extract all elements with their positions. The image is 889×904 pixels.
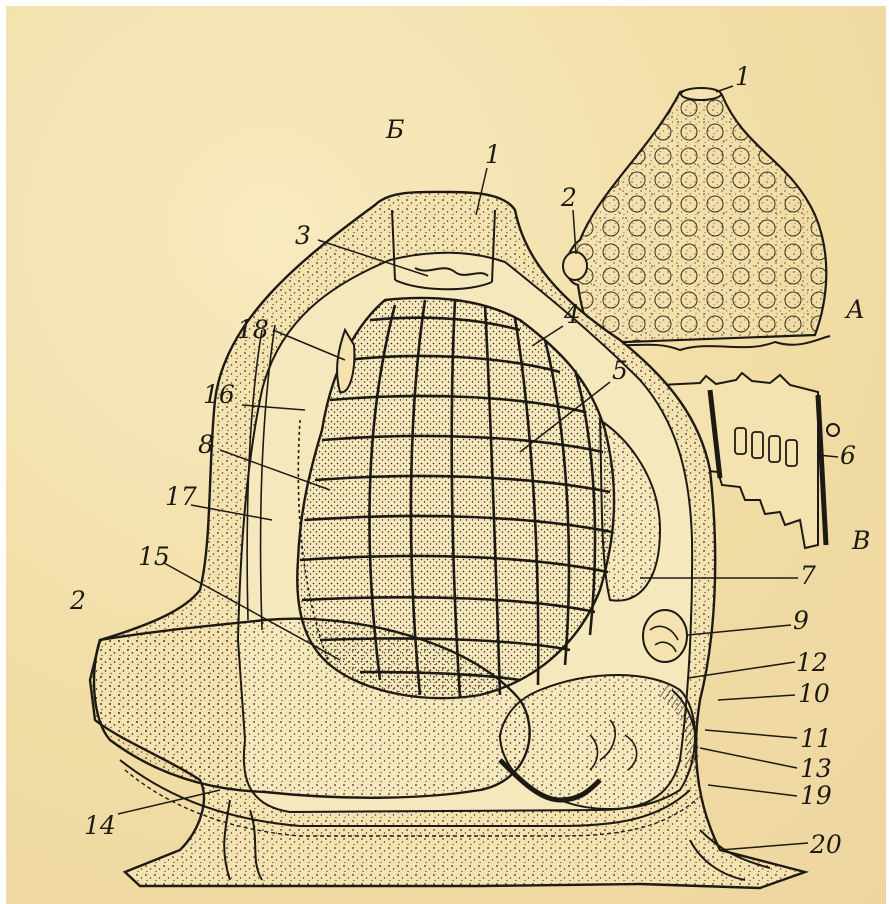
callout-a-2: 2 xyxy=(561,185,577,210)
callout-b-20: 20 xyxy=(810,832,842,857)
callout-b-1: 1 xyxy=(485,142,501,167)
callout-b-2: 2 xyxy=(70,588,86,613)
callout-b-9: 9 xyxy=(793,608,809,633)
panel-label-a: А xyxy=(846,297,865,322)
callout-b-13: 13 xyxy=(800,756,832,781)
callout-b-17: 17 xyxy=(165,484,197,509)
callout-b-10: 10 xyxy=(798,681,830,706)
callout-v-6: 6 xyxy=(840,443,856,468)
callout-b-19: 19 xyxy=(800,783,832,808)
callout-b-4: 4 xyxy=(564,302,580,327)
panel-a-external-view xyxy=(563,88,830,350)
panel-label-b: Б xyxy=(386,117,404,142)
panel-label-v: В xyxy=(852,528,870,553)
callout-b-18: 18 xyxy=(237,317,269,342)
callout-b-3: 3 xyxy=(295,223,311,248)
callout-b-8: 8 xyxy=(198,432,214,457)
callout-b-14: 14 xyxy=(84,813,116,838)
callout-b-11: 11 xyxy=(800,726,832,751)
callout-b-5: 5 xyxy=(612,358,628,383)
callout-b-15: 15 xyxy=(138,544,170,569)
callout-b-16: 16 xyxy=(203,382,235,407)
callout-a-1: 1 xyxy=(735,64,751,89)
callout-b-12: 12 xyxy=(796,650,828,675)
callout-b-7: 7 xyxy=(800,563,816,588)
